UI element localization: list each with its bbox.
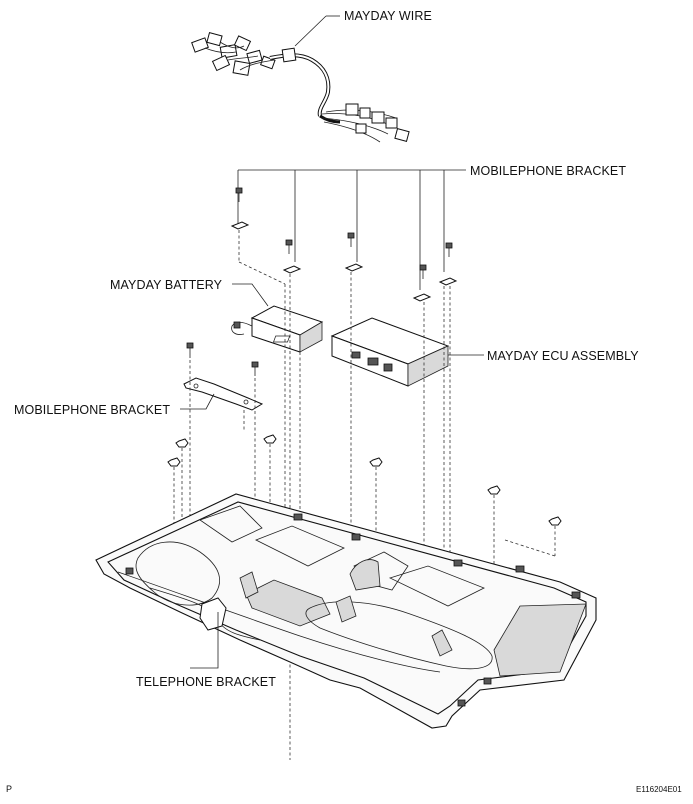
mayday-battery <box>231 305 324 353</box>
bolt-and-clip-set <box>230 187 458 302</box>
nut-set <box>167 434 562 526</box>
corner-code-left: P <box>6 784 12 794</box>
mayday-ecu-assembly <box>272 317 450 387</box>
mayday-wire-label: MAYDAY WIRE <box>344 9 432 23</box>
mobilephone-bracket-left-label: MOBILEPHONE BRACKET <box>14 403 170 417</box>
mayday-ecu-assembly-label: MAYDAY ECU ASSEMBLY <box>487 349 639 363</box>
mobilephone-bracket-left <box>183 342 264 411</box>
telephone-bracket-label: TELEPHONE BRACKET <box>136 675 276 689</box>
figure-code: E116204E01 <box>636 785 682 794</box>
mobilephone-bracket-left-leader <box>180 393 215 410</box>
mayday-wire-harness <box>191 32 410 143</box>
telephone-bracket-leader <box>190 612 219 669</box>
trim-panel-tray <box>95 493 597 729</box>
mobilephone-bracket-top-label: MOBILEPHONE BRACKET <box>470 164 626 178</box>
mobilephone-bracket-top-leaders <box>237 169 466 290</box>
mayday-wire-leader <box>294 15 327 47</box>
mayday-battery-label: MAYDAY BATTERY <box>110 278 223 292</box>
mayday-battery-leader <box>232 283 269 307</box>
